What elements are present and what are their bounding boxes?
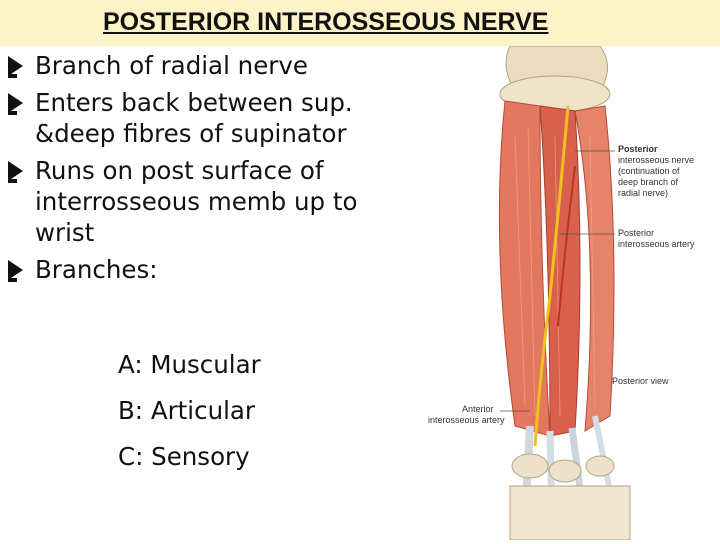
label-pia-2: interosseous artery xyxy=(618,239,695,249)
bullet-item: Branch of radial nerve xyxy=(8,50,408,81)
forearm-illustration: Posterior interosseous nerve (continuati… xyxy=(400,45,720,541)
label-pin-2: interosseous nerve xyxy=(618,155,695,165)
bullet-arrow-icon xyxy=(8,161,23,183)
bullet-item: Runs on post surface of interrosseous me… xyxy=(8,155,405,248)
bullet-arrow-icon xyxy=(8,260,23,282)
bullet-arrow-icon xyxy=(8,93,23,115)
label-aia-2: interosseous artery xyxy=(428,415,505,425)
title-bar: POSTERIOR INTEROSSEOUS NERVE xyxy=(0,0,720,46)
slide-title: POSTERIOR INTEROSSEOUS NERVE xyxy=(103,8,549,36)
label-aia: Anterior xyxy=(462,404,494,414)
bullet-item: Branches: xyxy=(8,254,408,285)
forearm-anatomy-image xyxy=(498,45,631,541)
sub-item-sensory: C: Sensory xyxy=(118,442,250,471)
label-pin-note-3: radial nerve) xyxy=(618,188,669,198)
bullet-item: Enters back between sup. &deep fibres of… xyxy=(8,87,408,149)
bullet-arrow-icon xyxy=(8,56,23,78)
bullet-list: Branch of radial nerve Enters back betwe… xyxy=(8,50,408,300)
label-pin: Posterior xyxy=(618,144,658,154)
label-pia: Posterior xyxy=(618,228,655,238)
label-pin-note: (continuation of xyxy=(618,166,680,176)
label-pin-note-2: deep branch of xyxy=(618,177,679,187)
label-view: Posterior view xyxy=(612,376,669,386)
sub-item-muscular: A: Muscular xyxy=(118,350,261,379)
sub-item-articular: B: Articular xyxy=(118,396,255,425)
